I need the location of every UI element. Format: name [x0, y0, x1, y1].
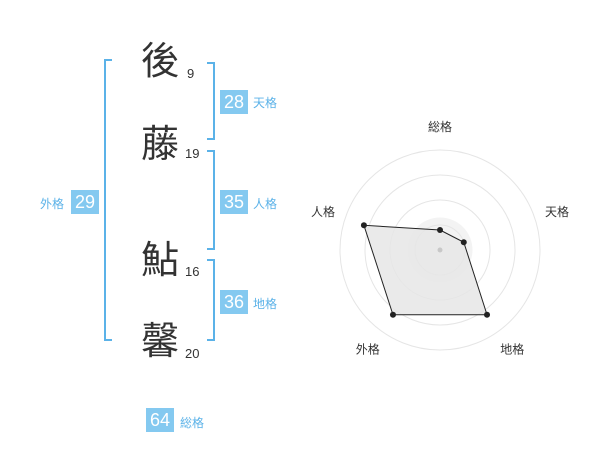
chikaku-badge: 36 — [220, 290, 248, 314]
soukaku-label: 総格 — [180, 416, 205, 430]
radar-point-4 — [389, 311, 396, 318]
stroke-count-2: 19 — [185, 146, 200, 161]
radar-axis-label-4: 外格 — [356, 342, 380, 357]
radar-point-3 — [484, 311, 491, 318]
radar-center-dot — [437, 247, 443, 253]
tenkaku-bracket — [207, 62, 215, 140]
gaikaku-bracket — [104, 59, 112, 341]
radar-axis-label-3: 地格 — [500, 342, 524, 357]
soukaku-badge: 64 — [146, 408, 174, 432]
radar-point-1 — [437, 227, 443, 233]
radar-grid-ring — [364, 174, 516, 326]
radar-grid-ring — [339, 149, 541, 351]
tenkaku-badge: 28 — [220, 90, 248, 114]
chikaku-bracket — [207, 259, 215, 341]
radar-point-2 — [460, 239, 467, 246]
radar-axis-label-5: 人格 — [311, 204, 335, 219]
name-char-3: 鮎 — [141, 238, 180, 282]
jinkaku-label: 人格 — [253, 197, 278, 211]
stroke-count-3: 16 — [185, 264, 200, 279]
name-char-1: 後 — [141, 39, 180, 83]
tenkaku-label: 天格 — [253, 96, 278, 110]
name-char-4: 馨 — [141, 319, 180, 363]
stroke-count-1: 9 — [187, 66, 195, 81]
stroke-count-4: 20 — [185, 346, 200, 361]
jinkaku-bracket — [207, 150, 215, 250]
radar-axis-label-2: 天格 — [545, 204, 569, 219]
gaikaku-label: 外格 — [40, 197, 65, 211]
name-char-2: 藤 — [141, 122, 180, 166]
chikaku-label: 地格 — [253, 297, 278, 311]
radar-point-5 — [360, 222, 367, 229]
jinkaku-badge: 35 — [220, 190, 248, 214]
gaikaku-badge: 29 — [71, 190, 99, 214]
radar-series-polygon — [363, 224, 488, 316]
radar-axis-label-1: 総格 — [428, 119, 452, 134]
